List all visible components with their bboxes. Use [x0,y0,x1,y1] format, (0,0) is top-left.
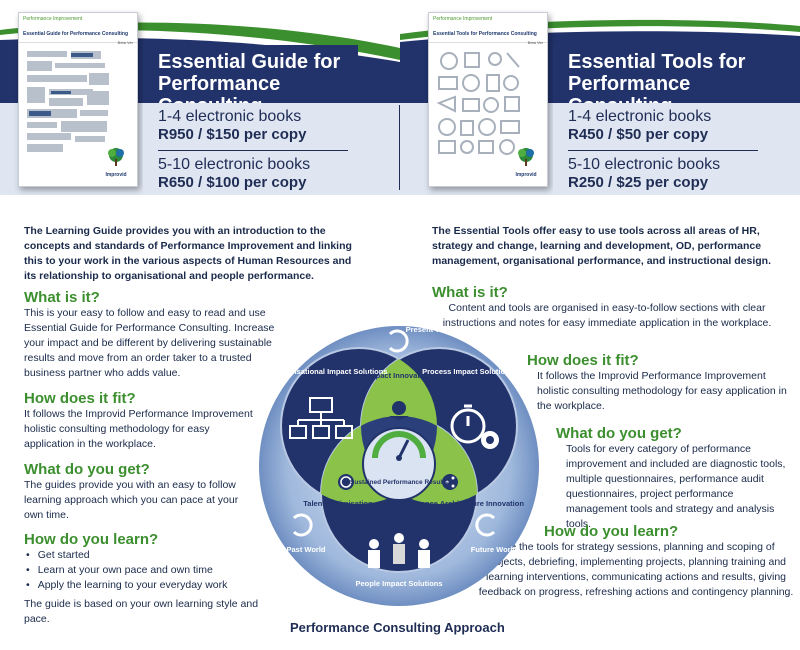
price-box-guide: 1-4 electronic books R950 / $150 per cop… [143,103,358,195]
cover-edition: Beta Ver [527,40,543,45]
cover-title: Essential Guide for Performance Consulti… [23,31,129,37]
right-learn-section: How do you learn? Use the tools for stra… [478,523,794,600]
label-text: Talent Optimisation [303,499,373,508]
left-intro: The Learning Guide provides you with an … [24,225,352,282]
tier1-label: 1-4 electronic books [568,108,712,125]
book-cover-guide: Performance Improvement Essential Guide … [18,12,138,187]
column-divider [399,105,400,190]
label-text: Organisational Impact Solutions [272,367,387,376]
left-what-section: What is it? This is your easy to follow … [24,289,294,381]
tier2-label: 5-10 electronic books [158,156,311,173]
title-line-1: Essential Guide for [158,51,341,73]
section-heading: How do you learn? [544,523,679,540]
magnifier-icon [338,474,354,490]
right-fit-section: How does it fit? It follows the Improvid… [527,352,787,414]
cover-edition: Beta Ver [117,40,133,45]
label-text: Past World [286,545,325,554]
performance-consulting-diagram: Present World Past World Future World Or… [259,325,539,606]
label-text: People Impact Solutions [355,579,442,588]
price-box-tools: 1-4 electronic books R450 / $50 per copy… [553,103,800,195]
section-note: The guide is based on your own learning … [24,598,259,625]
logo-text: Improvid [515,172,537,178]
organisational-label: Organisational Impact Solutions [272,367,387,376]
section-heading: How do you learn? [24,531,159,548]
section-text: It follows the Improvid Performance Impr… [24,408,253,450]
impact-innovation-label: Impact Innovation [367,371,432,380]
section-heading: What do you get? [24,461,150,478]
right-what-section: What is it? Content and tools are organi… [432,284,772,331]
section-heading: What do you get? [556,425,682,442]
gear-icon [481,431,499,449]
logo-text: Improvid [105,172,127,178]
org-chart-icon [289,397,353,439]
tier2-price: R250 / $25 per copy [568,174,709,191]
target-icon [389,401,409,420]
center-label: Sustained Performance Results [350,479,448,486]
label-text: Performance Architecture Innovation [392,499,524,508]
center-gauge-disc [362,427,436,501]
left-learn-section: How do you learn? Get started Learn at y… [24,531,264,627]
section-text: This is your easy to follow and easy to … [24,307,275,379]
share-icon [442,474,458,490]
tier2-label: 5-10 electronic books [568,156,721,173]
icon-cloud-art [436,52,520,155]
cover-title: Essential Tools for Performance Consulti… [433,31,537,37]
product-title-tools: Essential Tools for Performance Consulti… [553,45,800,117]
talent-label: Talent Optimisation [303,499,373,508]
stopwatch-icon [450,404,486,444]
section-text: The guides provide you with an easy to f… [24,479,239,521]
improvid-logo: Improvid [511,147,541,178]
section-heading: How does it fit? [24,390,136,407]
present-world-label: Present World [406,325,457,334]
list-item: Learn at your own pace and own time [24,563,264,578]
label-text: Impact Innovation [367,371,432,380]
section-text: It follows the Improvid Performance Impr… [537,370,787,412]
label-text: Sustained Performance Results [350,479,448,486]
tier2-price: R650 / $100 per copy [158,174,307,191]
left-fit-section: How does it fit? It follows the Improvid… [24,390,254,452]
label-text: Present World [406,325,457,334]
cycle-arrow-icon [292,329,496,537]
tree-icon [108,148,124,166]
section-heading: What is it? [24,289,100,306]
tier1-price: R450 / $50 per copy [568,126,709,143]
price-divider [158,150,348,151]
product-title-guide: Essential Guide for Performance Consulti… [143,45,358,117]
people-label: People Impact Solutions [355,579,442,588]
section-text: Use the tools for strategy sessions, pla… [478,541,794,598]
list-item: Apply the learning to your everyday work [24,578,264,593]
tier1-price: R950 / $150 per copy [158,126,307,143]
tier1-label: 1-4 electronic books [158,108,302,125]
section-heading: What is it? [432,284,508,301]
cover-kicker: Performance Improvement [23,16,83,22]
people-icon [368,533,430,568]
left-get-section: What do you get? The guides provide you … [24,461,249,523]
right-intro: The Essential Tools offer easy to use to… [432,225,771,267]
list-item: Get started [24,548,264,563]
label-text: Process Impact Solutions [422,367,514,376]
past-world-label: Past World [286,545,325,554]
right-get-section: What do you get? Tools for every categor… [556,425,794,532]
improvid-logo: Improvid [101,147,131,178]
section-heading: How does it fit? [527,352,639,369]
architecture-label: Performance Architecture Innovation [392,499,524,508]
section-text: Content and tools are organised in easy-… [442,302,772,329]
price-divider [568,150,758,151]
word-cloud-art [27,51,109,152]
diagram-caption: Performance Consulting Approach [290,620,505,635]
cover-kicker: Performance Improvement [433,16,493,22]
book-cover-tools: Performance Improvement Essential Tools … [428,12,548,187]
process-label: Process Impact Solutions [422,367,514,376]
label-text: Future World [471,545,518,554]
learn-bullets: Get started Learn at your own pace and o… [24,548,264,593]
title-line-1: Essential Tools for [568,51,746,73]
tree-icon [518,148,534,166]
gauge-icon [372,431,426,459]
future-world-label: Future World [471,545,518,554]
section-text: Tools for every category of performance … [566,443,786,530]
